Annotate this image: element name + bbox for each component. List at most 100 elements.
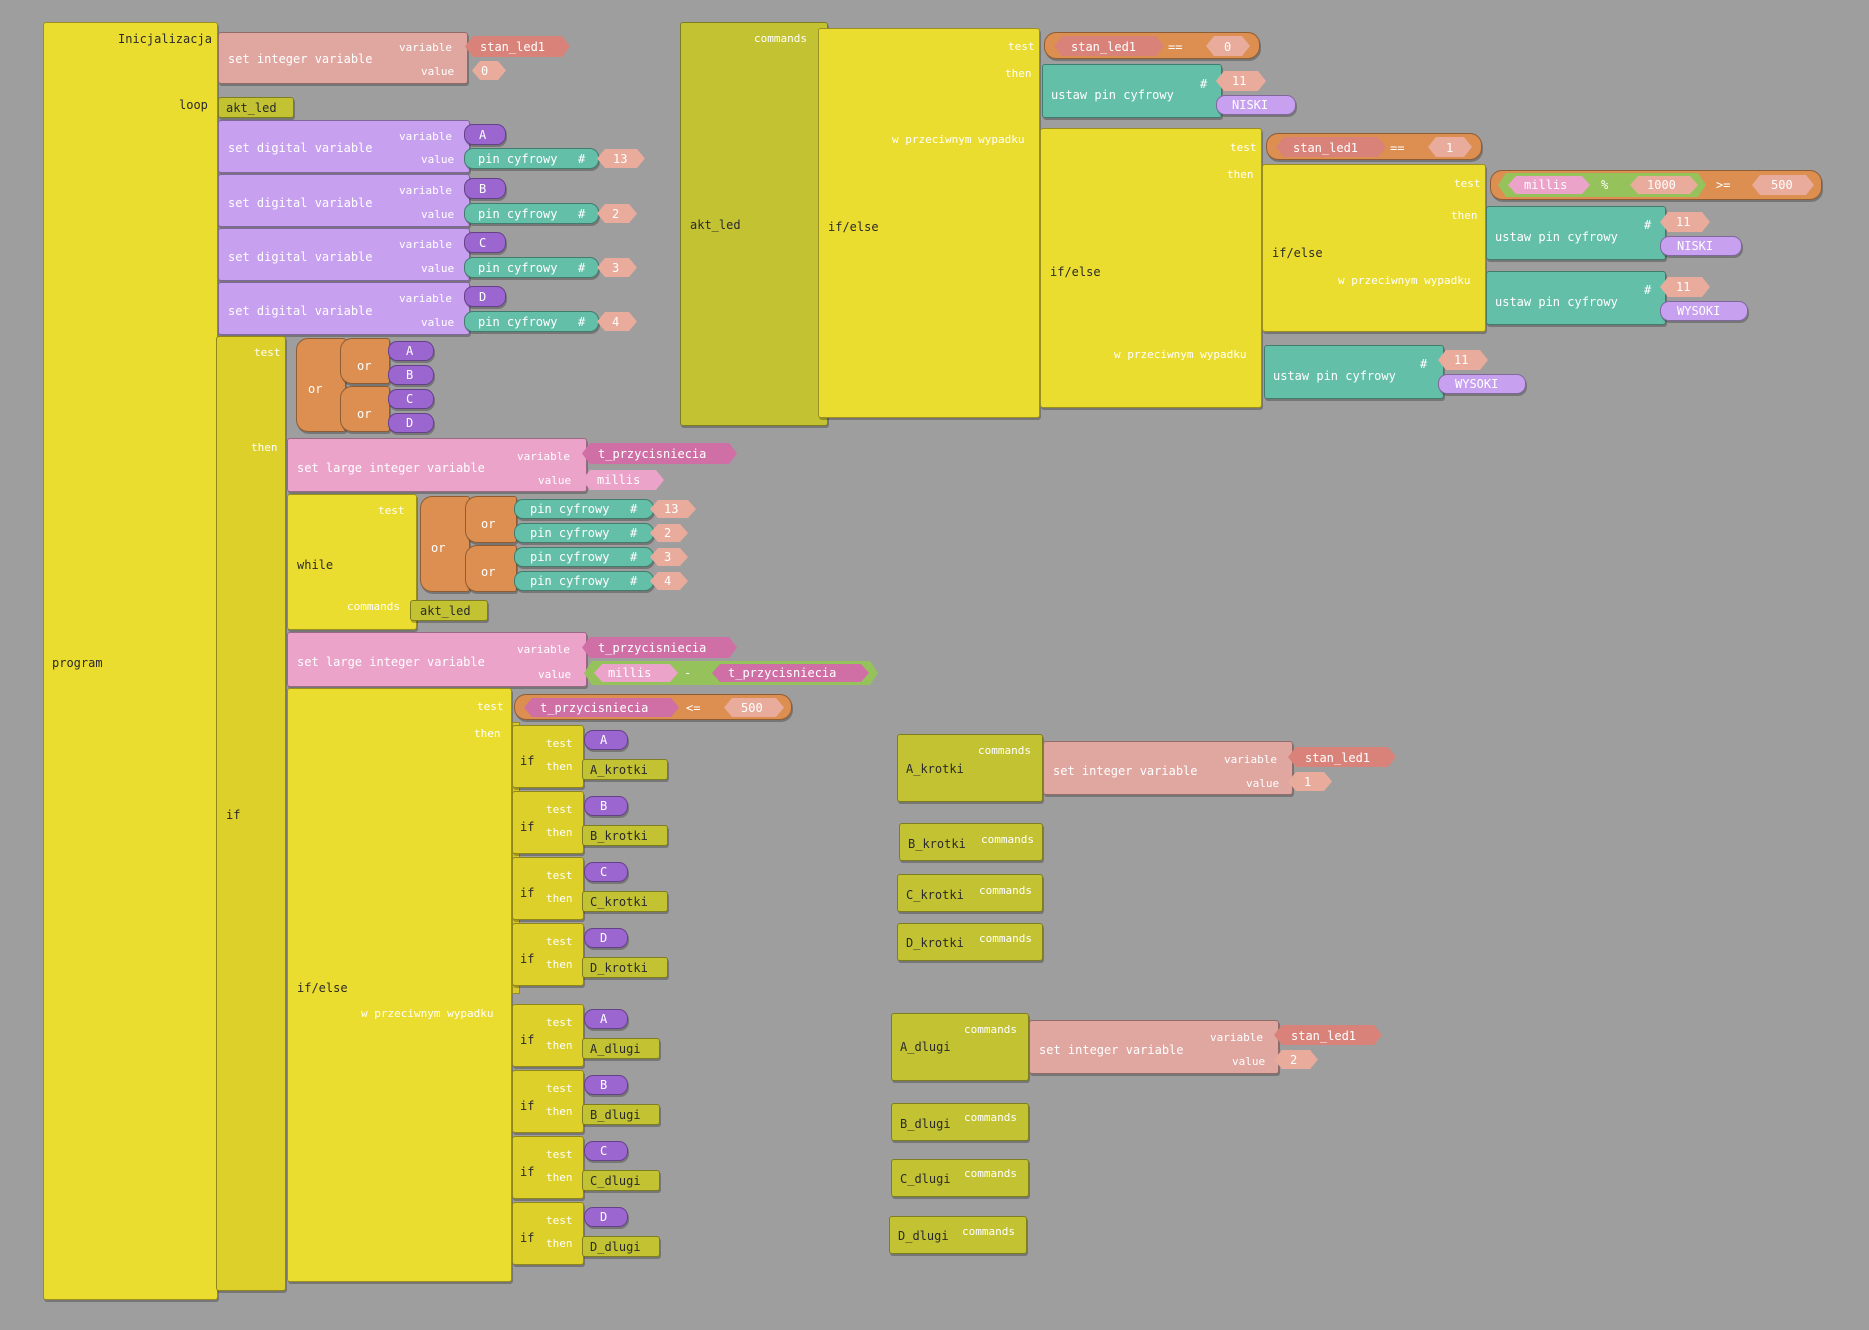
ifelse-block[interactable] bbox=[287, 688, 512, 1282]
number-500[interactable] bbox=[1752, 175, 1814, 195]
d-dlugi-call[interactable] bbox=[582, 1236, 660, 1257]
set-large-integer-2[interactable] bbox=[287, 632, 587, 687]
pin-3[interactable] bbox=[597, 258, 637, 277]
var-d[interactable] bbox=[584, 928, 628, 948]
if-a-krotki[interactable] bbox=[512, 725, 584, 788]
number-one[interactable] bbox=[1288, 772, 1332, 791]
or-block-outer[interactable] bbox=[296, 338, 346, 432]
wysoki-value[interactable] bbox=[1660, 301, 1748, 321]
var-a[interactable] bbox=[464, 124, 506, 145]
a-krotki-call[interactable] bbox=[582, 759, 668, 780]
var-c[interactable] bbox=[464, 232, 506, 253]
pin-2[interactable] bbox=[597, 204, 637, 223]
inner-ifelse[interactable] bbox=[1262, 164, 1486, 332]
pin-11[interactable] bbox=[1660, 212, 1710, 232]
set-digital-a[interactable] bbox=[218, 120, 470, 173]
c-krotki-call[interactable] bbox=[582, 891, 668, 912]
a-dlugi-procedure[interactable] bbox=[891, 1013, 1029, 1081]
set-integer-block[interactable] bbox=[1029, 1020, 1279, 1074]
number-two[interactable] bbox=[1274, 1050, 1318, 1069]
stan-led1-var[interactable] bbox=[465, 36, 570, 57]
if-block[interactable] bbox=[216, 336, 286, 1291]
var-a[interactable] bbox=[584, 730, 628, 750]
a-krotki-procedure[interactable] bbox=[897, 734, 1043, 802]
middle-ifelse[interactable] bbox=[1040, 128, 1262, 408]
t-przycisniecia-var[interactable] bbox=[582, 443, 737, 464]
if-d-dlugi[interactable] bbox=[512, 1202, 584, 1265]
stan-led1-var[interactable] bbox=[1288, 747, 1396, 767]
akt-led-procedure[interactable] bbox=[680, 22, 828, 426]
pin-2[interactable] bbox=[650, 524, 688, 542]
stan-led1-var[interactable] bbox=[1276, 137, 1386, 157]
pin-3[interactable] bbox=[650, 548, 688, 566]
stan-led1-var[interactable] bbox=[1054, 36, 1164, 56]
c-dlugi-call[interactable] bbox=[582, 1170, 660, 1191]
millis-block[interactable] bbox=[594, 664, 678, 682]
if-b-dlugi[interactable] bbox=[512, 1070, 584, 1133]
millis-block[interactable] bbox=[582, 470, 664, 490]
pin-4[interactable] bbox=[650, 572, 688, 590]
stan-led1-var[interactable] bbox=[1274, 1025, 1382, 1045]
or-var-d[interactable] bbox=[388, 413, 434, 433]
if-c-krotki[interactable] bbox=[512, 857, 584, 920]
var-b[interactable] bbox=[584, 796, 628, 816]
while-akt-led-call[interactable] bbox=[410, 600, 488, 621]
set-integer-block[interactable] bbox=[218, 32, 468, 84]
if-b-krotki[interactable] bbox=[512, 791, 584, 854]
set-digital-b[interactable] bbox=[218, 174, 470, 227]
var-d[interactable] bbox=[584, 1207, 628, 1227]
b-krotki-procedure[interactable] bbox=[899, 823, 1043, 861]
t-przycisniecia-var[interactable] bbox=[524, 698, 679, 717]
if-a-dlugi[interactable] bbox=[512, 1004, 584, 1067]
set-large-integer-1[interactable] bbox=[287, 438, 587, 492]
wysoki-value[interactable] bbox=[1438, 374, 1526, 394]
pin-11[interactable] bbox=[1660, 277, 1710, 297]
b-dlugi-procedure[interactable] bbox=[891, 1103, 1029, 1141]
number-zero[interactable] bbox=[1206, 36, 1250, 56]
while-or-outer[interactable] bbox=[420, 496, 470, 592]
ustaw-pin-wysoki[interactable] bbox=[1486, 271, 1666, 325]
var-a[interactable] bbox=[584, 1009, 628, 1029]
var-b[interactable] bbox=[464, 178, 506, 199]
c-krotki-procedure[interactable] bbox=[897, 874, 1043, 912]
or-block-ab[interactable] bbox=[340, 338, 390, 384]
or-var-a[interactable] bbox=[388, 341, 434, 361]
if-c-dlugi[interactable] bbox=[512, 1136, 584, 1199]
pin-13[interactable] bbox=[597, 149, 645, 168]
outer-ifelse[interactable] bbox=[818, 28, 1040, 418]
pin-11[interactable] bbox=[1438, 350, 1488, 370]
number-1000[interactable] bbox=[1630, 176, 1698, 194]
ustaw-pin-wysoki-2[interactable] bbox=[1264, 345, 1444, 399]
ustaw-pin-niski[interactable] bbox=[1042, 64, 1222, 118]
b-krotki-call[interactable] bbox=[582, 825, 668, 846]
var-b[interactable] bbox=[584, 1075, 628, 1095]
var-d[interactable] bbox=[464, 286, 506, 307]
set-integer-block[interactable] bbox=[1043, 741, 1293, 795]
if-d-krotki[interactable] bbox=[512, 923, 584, 986]
number-500[interactable] bbox=[724, 698, 784, 717]
niski-value[interactable] bbox=[1216, 95, 1296, 115]
var-c[interactable] bbox=[584, 1141, 628, 1161]
pin-4[interactable] bbox=[597, 312, 637, 331]
pin-11[interactable] bbox=[1216, 71, 1266, 91]
set-digital-c[interactable] bbox=[218, 228, 470, 281]
akt-led-call[interactable] bbox=[218, 97, 294, 118]
or-var-b[interactable] bbox=[388, 365, 434, 385]
var-c[interactable] bbox=[584, 862, 628, 882]
number-zero[interactable] bbox=[472, 61, 506, 80]
while-or-1[interactable] bbox=[465, 496, 517, 543]
while-block[interactable] bbox=[287, 494, 417, 630]
program-block[interactable] bbox=[43, 22, 218, 1300]
or-var-c[interactable] bbox=[388, 389, 434, 409]
niski-value[interactable] bbox=[1660, 236, 1742, 256]
set-digital-d[interactable] bbox=[218, 282, 470, 335]
pin-13[interactable] bbox=[650, 500, 696, 518]
d-krotki-procedure[interactable] bbox=[897, 923, 1043, 961]
d-dlugi-procedure[interactable] bbox=[889, 1216, 1027, 1254]
millis-block[interactable] bbox=[1508, 176, 1590, 194]
d-krotki-call[interactable] bbox=[582, 957, 668, 978]
t-przycisniecia-var[interactable] bbox=[712, 664, 869, 682]
while-or-2[interactable] bbox=[465, 545, 517, 592]
b-dlugi-call[interactable] bbox=[582, 1104, 660, 1125]
c-dlugi-procedure[interactable] bbox=[891, 1159, 1029, 1197]
